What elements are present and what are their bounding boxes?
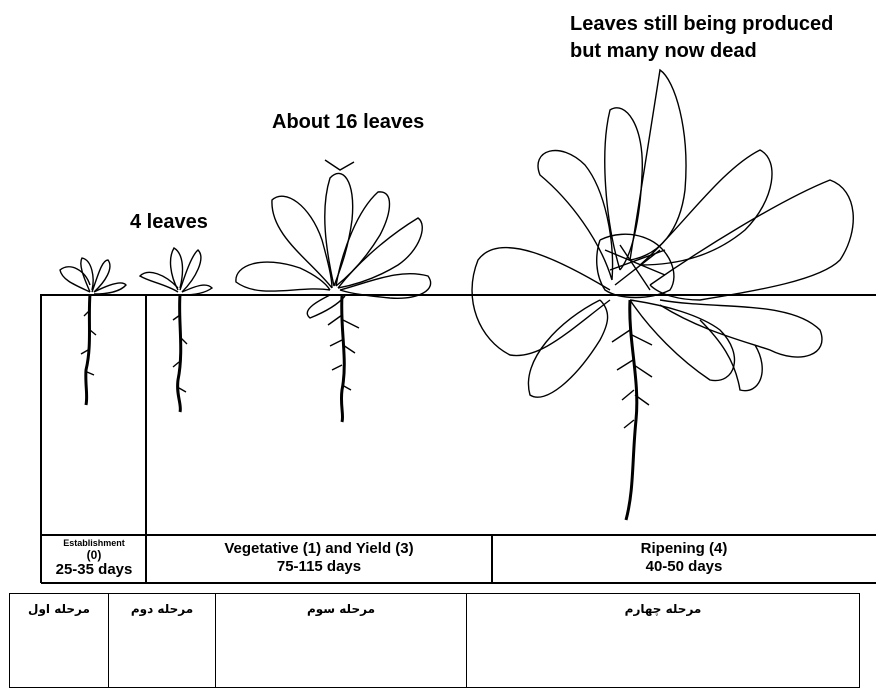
ripening-duration: 40-50 days [492,559,876,574]
persian-stage-3: مرحله سوم [216,594,467,688]
persian-stage-1: مرحله اول [10,594,109,688]
establishment-cell: Establishment (0) 25-35 days [42,539,146,577]
establishment-duration: 25-35 days [42,562,146,577]
ripening-name: Ripening (4) [492,541,876,556]
sixteen-leaves-label: About 16 leaves [272,110,424,134]
late-stage-label-line2: but many now dead [570,39,757,63]
ripening-cell: Ripening (4) 40-50 days [492,541,876,574]
vegetative-duration: 75-115 days [146,559,492,574]
vegetative-name: Vegetative (1) and Yield (3) [146,541,492,556]
persian-stage-2: مرحله دوم [109,594,216,688]
sixteen-leaf-plant [236,160,431,422]
four-leaves-label: 4 leaves [130,210,208,234]
establishment-code: (0) [42,549,146,561]
late-stage-label-line1: Leaves still being produced [570,12,833,36]
vegetative-cell: Vegetative (1) and Yield (3) 75-115 days [146,541,492,574]
persian-stage-table: مرحله اول مرحله دوم مرحله سوم مرحله چهار… [9,593,860,688]
four-leaf-plant [140,248,212,412]
seedling-plant [60,258,126,405]
persian-stage-4: مرحله چهارم [467,594,860,688]
establishment-name: Establishment [42,539,146,548]
